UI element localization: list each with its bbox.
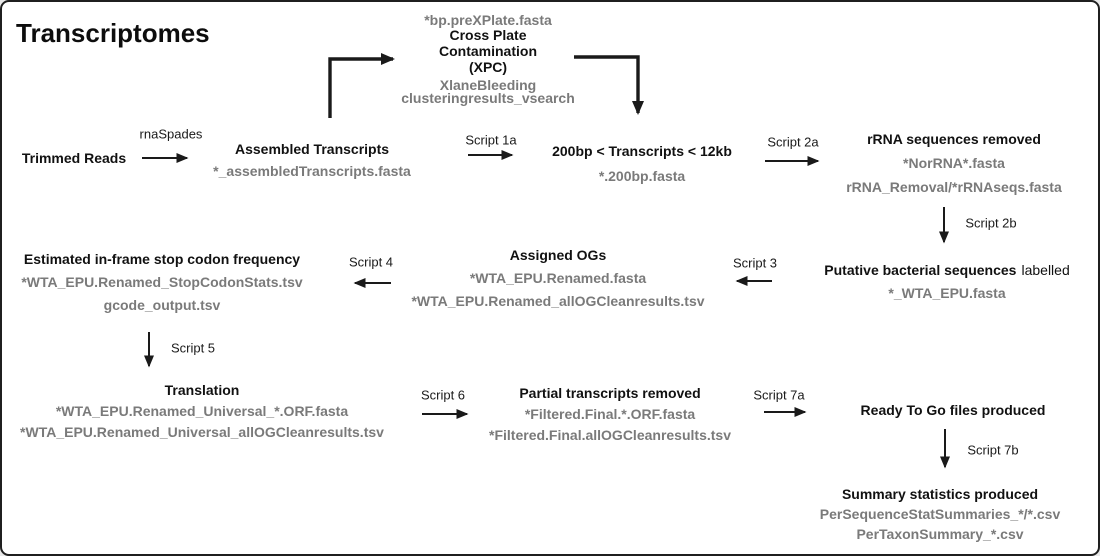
node-file: *WTA_EPU.Renamed.fasta <box>469 270 647 286</box>
node-size-filter: 200bp < Transcripts < 12kb *.200bp.fasta <box>492 140 792 187</box>
node-title: Translation <box>164 382 240 398</box>
arrow-label-script-6: Script 6 <box>420 387 466 403</box>
node-title-line: Cross Plate <box>449 27 527 43</box>
node-title: Assigned OGs <box>509 247 607 263</box>
node-title: Estimated in-frame stop codon frequency <box>23 251 301 267</box>
diagram-title: Transcriptomes <box>16 18 210 48</box>
node-file: *_assembledTranscripts.fasta <box>213 163 411 179</box>
arrow-label-script-2a: Script 2a <box>767 134 819 150</box>
node-cross-plate-contamination: *bp.preXPlate.fasta Cross Plate Contamin… <box>368 12 608 106</box>
node-title: Partial transcripts removed <box>519 385 701 401</box>
node-title: Ready To Go files produced <box>860 402 1046 418</box>
arrow-label-script-7a: Script 7a <box>753 387 805 403</box>
arrow-label-script-3: Script 3 <box>732 255 778 271</box>
node-title: Summary statistics produced <box>841 486 1039 502</box>
node-ready-to-go: Ready To Go files produced <box>803 399 1098 421</box>
node-assigned-ogs: Assigned OGs *WTA_EPU.Renamed.fasta *WTA… <box>408 244 708 313</box>
node-title-line: (XPC) <box>468 59 508 75</box>
node-file: *bp.preXPlate.fasta <box>424 12 552 28</box>
arrow-label-script-2b: Script 2b <box>965 215 1017 231</box>
node-file: *_WTA_EPU.fasta <box>888 285 1006 301</box>
node-file: *Filtered.Final.*.ORF.fasta <box>524 406 696 422</box>
node-file: XlaneBleeding <box>439 77 537 93</box>
node-title: Trimmed Reads <box>21 150 127 166</box>
node-title: rRNA sequences removed <box>867 131 1041 147</box>
node-trimmed-reads: Trimmed Reads <box>4 147 144 169</box>
node-file: PerSequenceStatSummaries_*/*.csv <box>819 506 1061 522</box>
arrow-label-script-1a: Script 1a <box>465 132 517 148</box>
node-translation: Translation *WTA_EPU.Renamed_Universal_*… <box>17 380 387 443</box>
node-file: *WTA_EPU.Renamed_Universal_allOGCleanres… <box>20 424 384 440</box>
node-partial-transcripts-removed: Partial transcripts removed *Filtered.Fi… <box>460 383 760 446</box>
node-title: 200bp < Transcripts < 12kb <box>552 143 732 159</box>
arrow-label-script-7b: Script 7b <box>967 442 1019 458</box>
node-file: rRNA_Removal/*rRNAseqs.fasta <box>846 179 1062 195</box>
node-stop-codon-frequency: Estimated in-frame stop codon frequency … <box>12 248 312 317</box>
node-rrna-sequences-removed: rRNA sequences removed *NorRNA*.fasta rR… <box>809 127 1098 199</box>
node-title-bold: Putative bacterial sequences <box>824 262 1017 278</box>
node-summary-statistics: Summary statistics produced PerSequenceS… <box>790 484 1090 544</box>
arrow-label-script-5: Script 5 <box>170 340 216 356</box>
node-file: *NorRNA*.fasta <box>903 155 1005 171</box>
node-file: PerTaxonSummary_*.csv <box>856 526 1024 542</box>
node-assembled-transcripts: Assembled Transcripts *_assembledTranscr… <box>162 138 462 182</box>
node-file-group: XlaneBleeding clusteringresults_vsearch <box>368 77 608 106</box>
node-file: *Filtered.Final.allOGCleanresults.tsv <box>489 427 731 443</box>
node-title: Assembled Transcripts <box>234 141 390 157</box>
node-file: clusteringresults_vsearch <box>401 90 575 106</box>
node-file: *.200bp.fasta <box>598 168 686 184</box>
node-file: *WTA_EPU.Renamed_StopCodonStats.tsv <box>21 274 303 290</box>
node-file: *WTA_EPU.Renamed_allOGCleanresults.tsv <box>411 293 705 309</box>
node-title-line: Contamination <box>439 43 537 59</box>
node-file: gcode_output.tsv <box>103 297 221 313</box>
arrow-label-script-4: Script 4 <box>348 254 394 270</box>
node-title-regular: labelled <box>1021 262 1070 278</box>
arrow-label-rnaspades: rnaSpades <box>139 126 203 142</box>
node-file: *WTA_EPU.Renamed_Universal_*.ORF.fasta <box>55 403 349 419</box>
